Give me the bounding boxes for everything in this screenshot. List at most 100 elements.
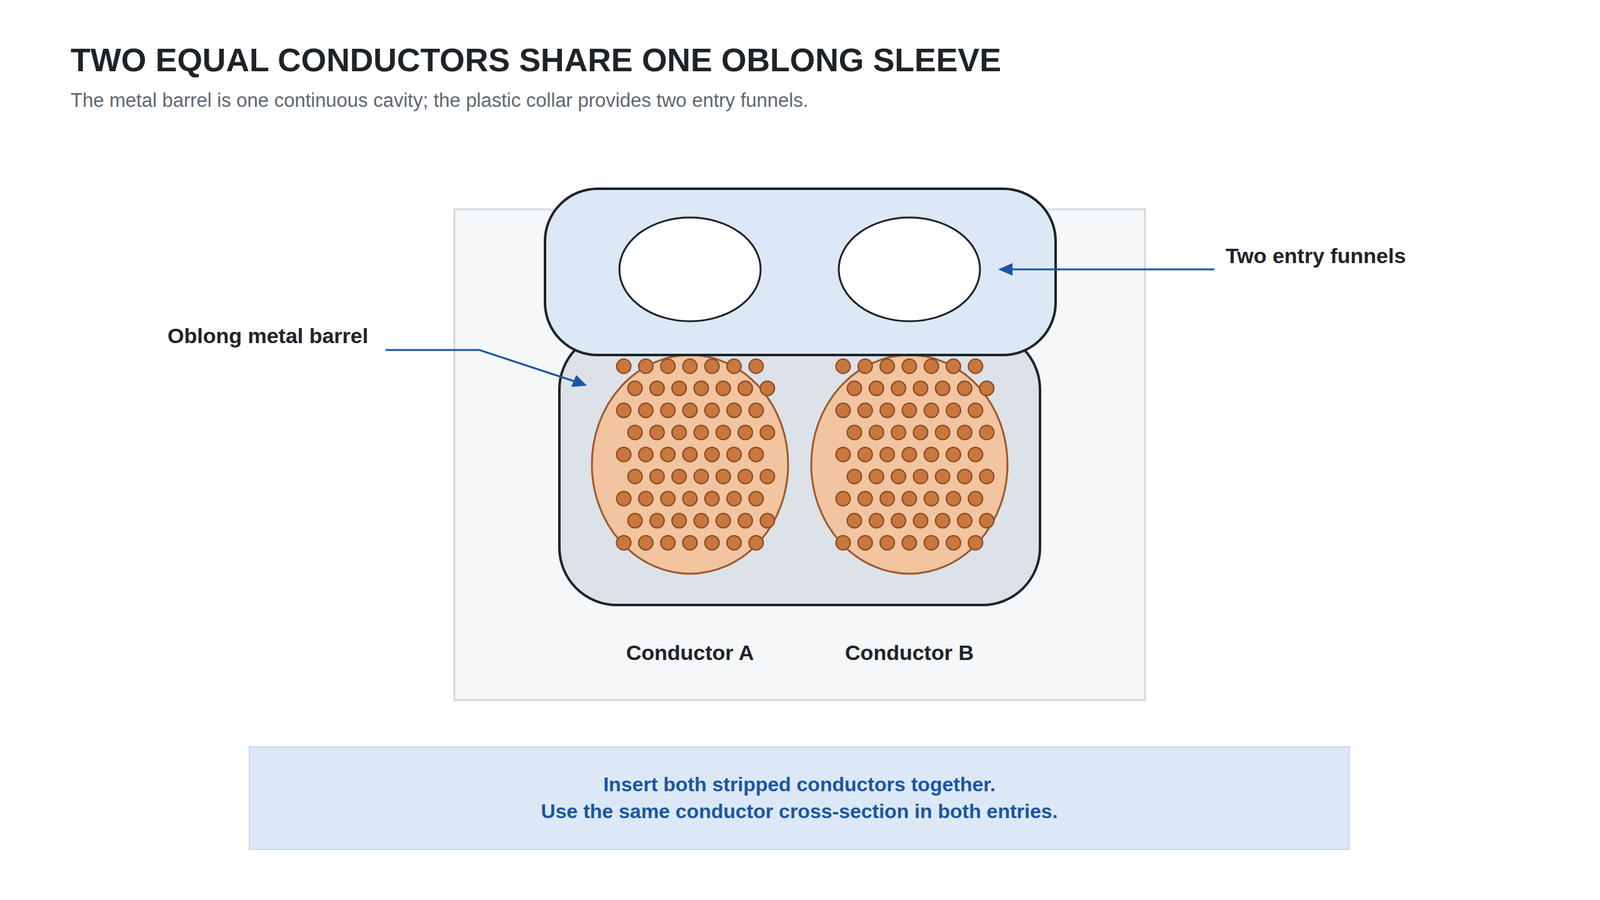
wire-strand — [682, 535, 697, 550]
wire-strand — [716, 425, 731, 440]
wire-strand — [682, 359, 697, 374]
wire-strand — [968, 403, 983, 418]
wire-strand — [957, 381, 972, 396]
wire-strand — [616, 535, 632, 550]
title: TWO EQUAL CONDUCTORS SHARE ONE OBLONG SL… — [70, 41, 1002, 79]
wire-strand — [628, 469, 643, 484]
wire-strand — [935, 381, 950, 396]
wire-strand — [836, 491, 851, 506]
wire-strand — [682, 447, 697, 462]
wire-strand — [880, 403, 895, 418]
wire-strand — [660, 359, 675, 374]
entry-funnel — [619, 217, 761, 322]
wire-strand — [638, 403, 654, 418]
wire-strand — [901, 491, 917, 506]
wire-strand — [869, 513, 884, 529]
wire-strand — [847, 425, 862, 440]
wire-strand — [726, 447, 742, 462]
wire-strand — [726, 535, 742, 550]
wire-strand — [847, 469, 862, 484]
wire-strand — [748, 535, 764, 550]
wire-strand — [946, 359, 961, 374]
wire-strand — [858, 535, 873, 550]
wire-strand — [836, 403, 851, 418]
wire-strand — [901, 403, 917, 418]
wire-strand — [946, 447, 961, 462]
note-text: Use the same conductor cross-section in … — [541, 798, 1059, 825]
wire-strand — [760, 513, 775, 529]
leader-line — [1009, 268, 1215, 271]
note-text: Insert both stripped conductors together… — [603, 771, 996, 799]
wire-strand — [628, 513, 643, 529]
wire-strand — [869, 381, 884, 396]
subtitle: The metal barrel is one continuous cavit… — [70, 89, 809, 112]
wire-strand — [660, 535, 675, 550]
wire-strand — [760, 469, 775, 484]
wire-strand — [946, 535, 961, 550]
wire-strand — [693, 381, 709, 396]
wire-strand — [716, 469, 731, 484]
wire-strand — [716, 381, 731, 396]
wire-strand — [616, 447, 632, 462]
wire-strand — [693, 469, 709, 484]
metal-barrel — [559, 331, 1040, 605]
wire-strand — [935, 469, 950, 484]
wire-strand — [638, 447, 654, 462]
wire-strand — [738, 469, 753, 484]
wire-strand — [682, 491, 697, 506]
wire-strand — [858, 403, 873, 418]
wire-strand — [616, 403, 632, 418]
wire-strand — [638, 359, 654, 374]
wire-strand — [716, 513, 731, 529]
wire-strand — [836, 359, 851, 374]
wire-strand — [650, 425, 665, 440]
wire-strand — [638, 491, 654, 506]
wire-strand — [880, 491, 895, 506]
wire-strand — [660, 447, 675, 462]
wire-strand — [869, 469, 884, 484]
wire-strand — [957, 425, 972, 440]
wire-strand — [935, 513, 950, 529]
wire-strand — [891, 469, 906, 484]
conductor-core — [591, 355, 789, 574]
conductor-core — [811, 355, 1008, 574]
wire-strand — [760, 381, 775, 396]
wire-strand — [858, 447, 873, 462]
wire-strand — [671, 425, 687, 440]
part-label: Oblong metal barrel — [167, 323, 369, 349]
wire-strand — [901, 447, 917, 462]
leader-arrowhead — [571, 375, 587, 387]
wire-strand — [913, 513, 928, 529]
entry-funnel — [838, 217, 980, 322]
wire-strand — [858, 359, 873, 374]
wire-strand — [901, 359, 917, 374]
conductor-group — [591, 355, 1008, 574]
wire-strand — [726, 403, 742, 418]
wire-strand — [738, 381, 753, 396]
wire-strand — [924, 403, 939, 418]
wire-strand — [979, 469, 994, 484]
wire-strand — [748, 403, 764, 418]
wire-strand — [836, 535, 851, 550]
wire-strand — [705, 491, 720, 506]
wire-strand — [957, 469, 972, 484]
wire-strand — [901, 535, 917, 550]
wire-strand — [924, 491, 939, 506]
wire-strand — [726, 491, 742, 506]
wire-strand — [671, 381, 687, 396]
wire-strand — [693, 513, 709, 529]
wire-strand — [847, 513, 862, 529]
wire-strand — [616, 491, 632, 506]
wire-strand — [748, 359, 764, 374]
wire-strand — [660, 403, 675, 418]
wire-strand — [738, 425, 753, 440]
wire-strand — [650, 381, 665, 396]
wire-strand — [693, 425, 709, 440]
wire-strand — [979, 381, 994, 396]
wire-strand — [891, 425, 906, 440]
wire-strand — [705, 359, 720, 374]
wire-strand — [968, 447, 983, 462]
wire-strand — [705, 535, 720, 550]
wire-strand — [913, 469, 928, 484]
part-label: Two entry funnels — [1225, 243, 1406, 269]
